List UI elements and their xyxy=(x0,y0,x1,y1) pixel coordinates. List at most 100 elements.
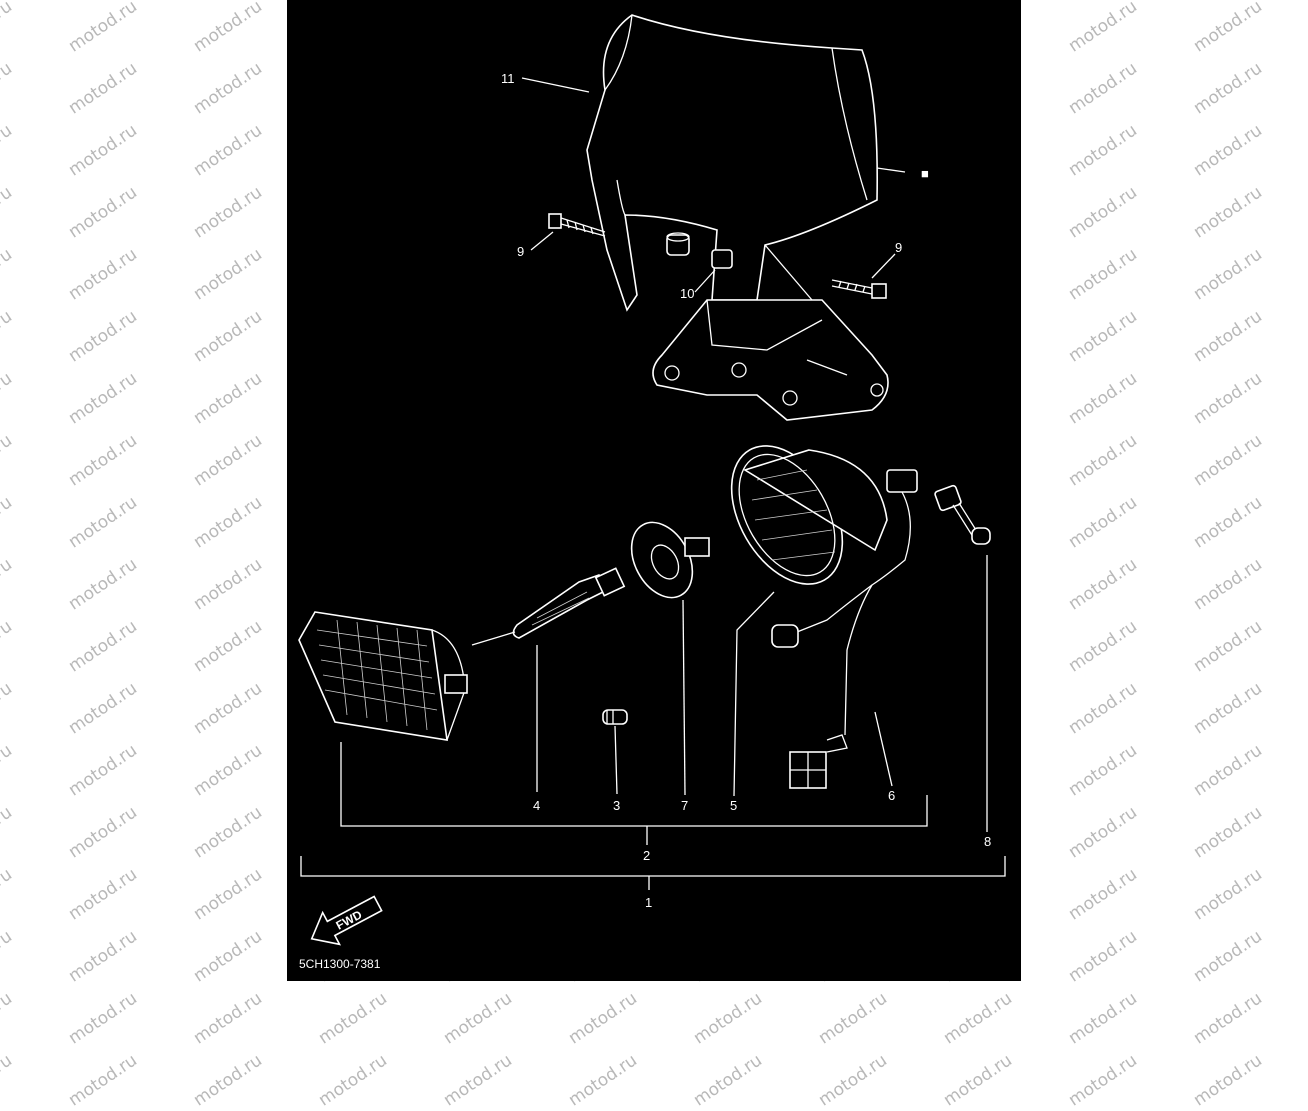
watermark-text: motod.ru xyxy=(1190,616,1266,677)
watermark-text: motod.ru xyxy=(1065,306,1141,367)
watermark-text: motod.ru xyxy=(1065,182,1141,243)
watermark-text: motod.ru xyxy=(190,244,266,305)
watermark-text: motod.ru xyxy=(65,182,141,243)
headlight-bracket-part[interactable] xyxy=(652,299,889,421)
watermark-text: motod.ru xyxy=(0,554,16,615)
watermark-text: motod.ru xyxy=(1190,182,1266,243)
watermark-text: motod.ru xyxy=(315,1050,391,1111)
watermark-text: motod.ru xyxy=(1190,306,1266,367)
bulb-socket-part[interactable] xyxy=(619,512,710,608)
watermark-text: motod.ru xyxy=(0,864,16,925)
watermark-text: motod.ru xyxy=(65,0,141,57)
watermark-text: motod.ru xyxy=(0,120,16,181)
watermark-text: motod.ru xyxy=(1065,616,1141,677)
watermark-text: motod.ru xyxy=(1065,988,1141,1049)
watermark-text: motod.ru xyxy=(190,988,266,1049)
watermark-text: motod.ru xyxy=(190,554,266,615)
watermark-text: motod.ru xyxy=(190,1050,266,1111)
watermark-text: motod.ru xyxy=(1065,492,1141,553)
watermark-text: motod.ru xyxy=(1065,120,1141,181)
watermark-text: motod.ru xyxy=(0,430,16,491)
watermark-text: motod.ru xyxy=(1065,0,1141,57)
watermark-text: motod.ru xyxy=(65,492,141,553)
pilot-bulb-part[interactable] xyxy=(602,709,628,725)
headlight-rim-part[interactable] xyxy=(709,427,888,604)
watermark-text: motod.ru xyxy=(815,988,891,1049)
watermark-text: motod.ru xyxy=(0,182,16,243)
watermark-text: motod.ru xyxy=(0,988,16,1049)
watermark-text: motod.ru xyxy=(65,616,141,677)
callout-1: 1 xyxy=(645,895,652,910)
watermark-text: motod.ru xyxy=(1190,120,1266,181)
watermark-text: motod.ru xyxy=(190,120,266,181)
watermark-text: motod.ru xyxy=(190,864,266,925)
watermark-text: motod.ru xyxy=(1065,430,1141,491)
watermark-text: motod.ru xyxy=(190,0,266,57)
watermark-text: motod.ru xyxy=(65,988,141,1049)
watermark-text: motod.ru xyxy=(1190,802,1266,863)
watermark-text: motod.ru xyxy=(65,554,141,615)
watermark-text: motod.ru xyxy=(65,368,141,429)
watermark-text: motod.ru xyxy=(1065,926,1141,987)
watermark-text: motod.ru xyxy=(65,120,141,181)
headlight-cover-part[interactable] xyxy=(586,14,878,312)
watermark-text: motod.ru xyxy=(1190,740,1266,801)
bolt-left-part[interactable] xyxy=(548,213,606,237)
watermark-text: motod.ru xyxy=(190,740,266,801)
watermark-text: motod.ru xyxy=(1190,988,1266,1049)
square-marker: ■ xyxy=(921,166,929,181)
watermark-text: motod.ru xyxy=(65,864,141,925)
watermark-text: motod.ru xyxy=(65,1050,141,1111)
watermark-text: motod.ru xyxy=(0,492,16,553)
watermark-text: motod.ru xyxy=(0,802,16,863)
watermark-text: motod.ru xyxy=(1065,678,1141,739)
callout-4: 4 xyxy=(533,798,540,813)
headlight-lens-part[interactable] xyxy=(298,611,468,741)
callout-2: 2 xyxy=(643,848,650,863)
watermark-text: motod.ru xyxy=(940,1050,1016,1111)
bolt-right-part[interactable] xyxy=(831,279,887,299)
watermark-text: motod.ru xyxy=(190,492,266,553)
watermark-text: motod.ru xyxy=(0,0,16,57)
watermark-text: motod.ru xyxy=(440,988,516,1049)
watermark-text: motod.ru xyxy=(1190,430,1266,491)
watermark-text: motod.ru xyxy=(65,244,141,305)
watermark-text: motod.ru xyxy=(690,1050,766,1111)
watermark-text: motod.ru xyxy=(190,306,266,367)
part-code: 5CH1300-7381 xyxy=(299,957,381,971)
watermark-text: motod.ru xyxy=(565,1050,641,1111)
wiring-harness-part[interactable] xyxy=(771,469,918,789)
watermark-text: motod.ru xyxy=(0,1050,16,1111)
watermark-text: motod.ru xyxy=(565,988,641,1049)
auxiliary-bulb-part[interactable] xyxy=(934,484,991,545)
parts-diagram-panel: 11 ■ 9 9 10 4 3 7 5 6 8 2 1 FWD 5CH1300-… xyxy=(287,0,1021,981)
watermark-text: motod.ru xyxy=(1190,368,1266,429)
headlight-bulb-part[interactable] xyxy=(512,567,626,639)
callout-3: 3 xyxy=(613,798,620,813)
callout-9-left: 9 xyxy=(517,244,524,259)
watermark-text: motod.ru xyxy=(190,58,266,119)
watermark-text: motod.ru xyxy=(190,430,266,491)
callout-5: 5 xyxy=(730,798,737,813)
callout-6: 6 xyxy=(888,788,895,803)
watermark-text: motod.ru xyxy=(1065,802,1141,863)
watermark-text: motod.ru xyxy=(690,988,766,1049)
watermark-text: motod.ru xyxy=(0,244,16,305)
watermark-text: motod.ru xyxy=(1190,58,1266,119)
watermark-text: motod.ru xyxy=(190,616,266,677)
watermark-text: motod.ru xyxy=(1190,0,1266,57)
watermark-text: motod.ru xyxy=(1190,492,1266,553)
watermark-text: motod.ru xyxy=(65,740,141,801)
watermark-text: motod.ru xyxy=(1190,926,1266,987)
watermark-text: motod.ru xyxy=(0,926,16,987)
grommet-part[interactable] xyxy=(666,232,733,269)
watermark-text: motod.ru xyxy=(0,616,16,677)
watermark-text: motod.ru xyxy=(1190,244,1266,305)
front-arrow-icon: FWD xyxy=(310,895,383,946)
watermark-text: motod.ru xyxy=(65,430,141,491)
callout-9-right: 9 xyxy=(895,240,902,255)
watermark-text: motod.ru xyxy=(190,368,266,429)
exploded-parts-diagram: 11 ■ 9 9 10 4 3 7 5 6 8 2 1 FWD 5CH1300-… xyxy=(298,14,1006,971)
watermark-text: motod.ru xyxy=(1065,864,1141,925)
watermark-text: motod.ru xyxy=(315,988,391,1049)
